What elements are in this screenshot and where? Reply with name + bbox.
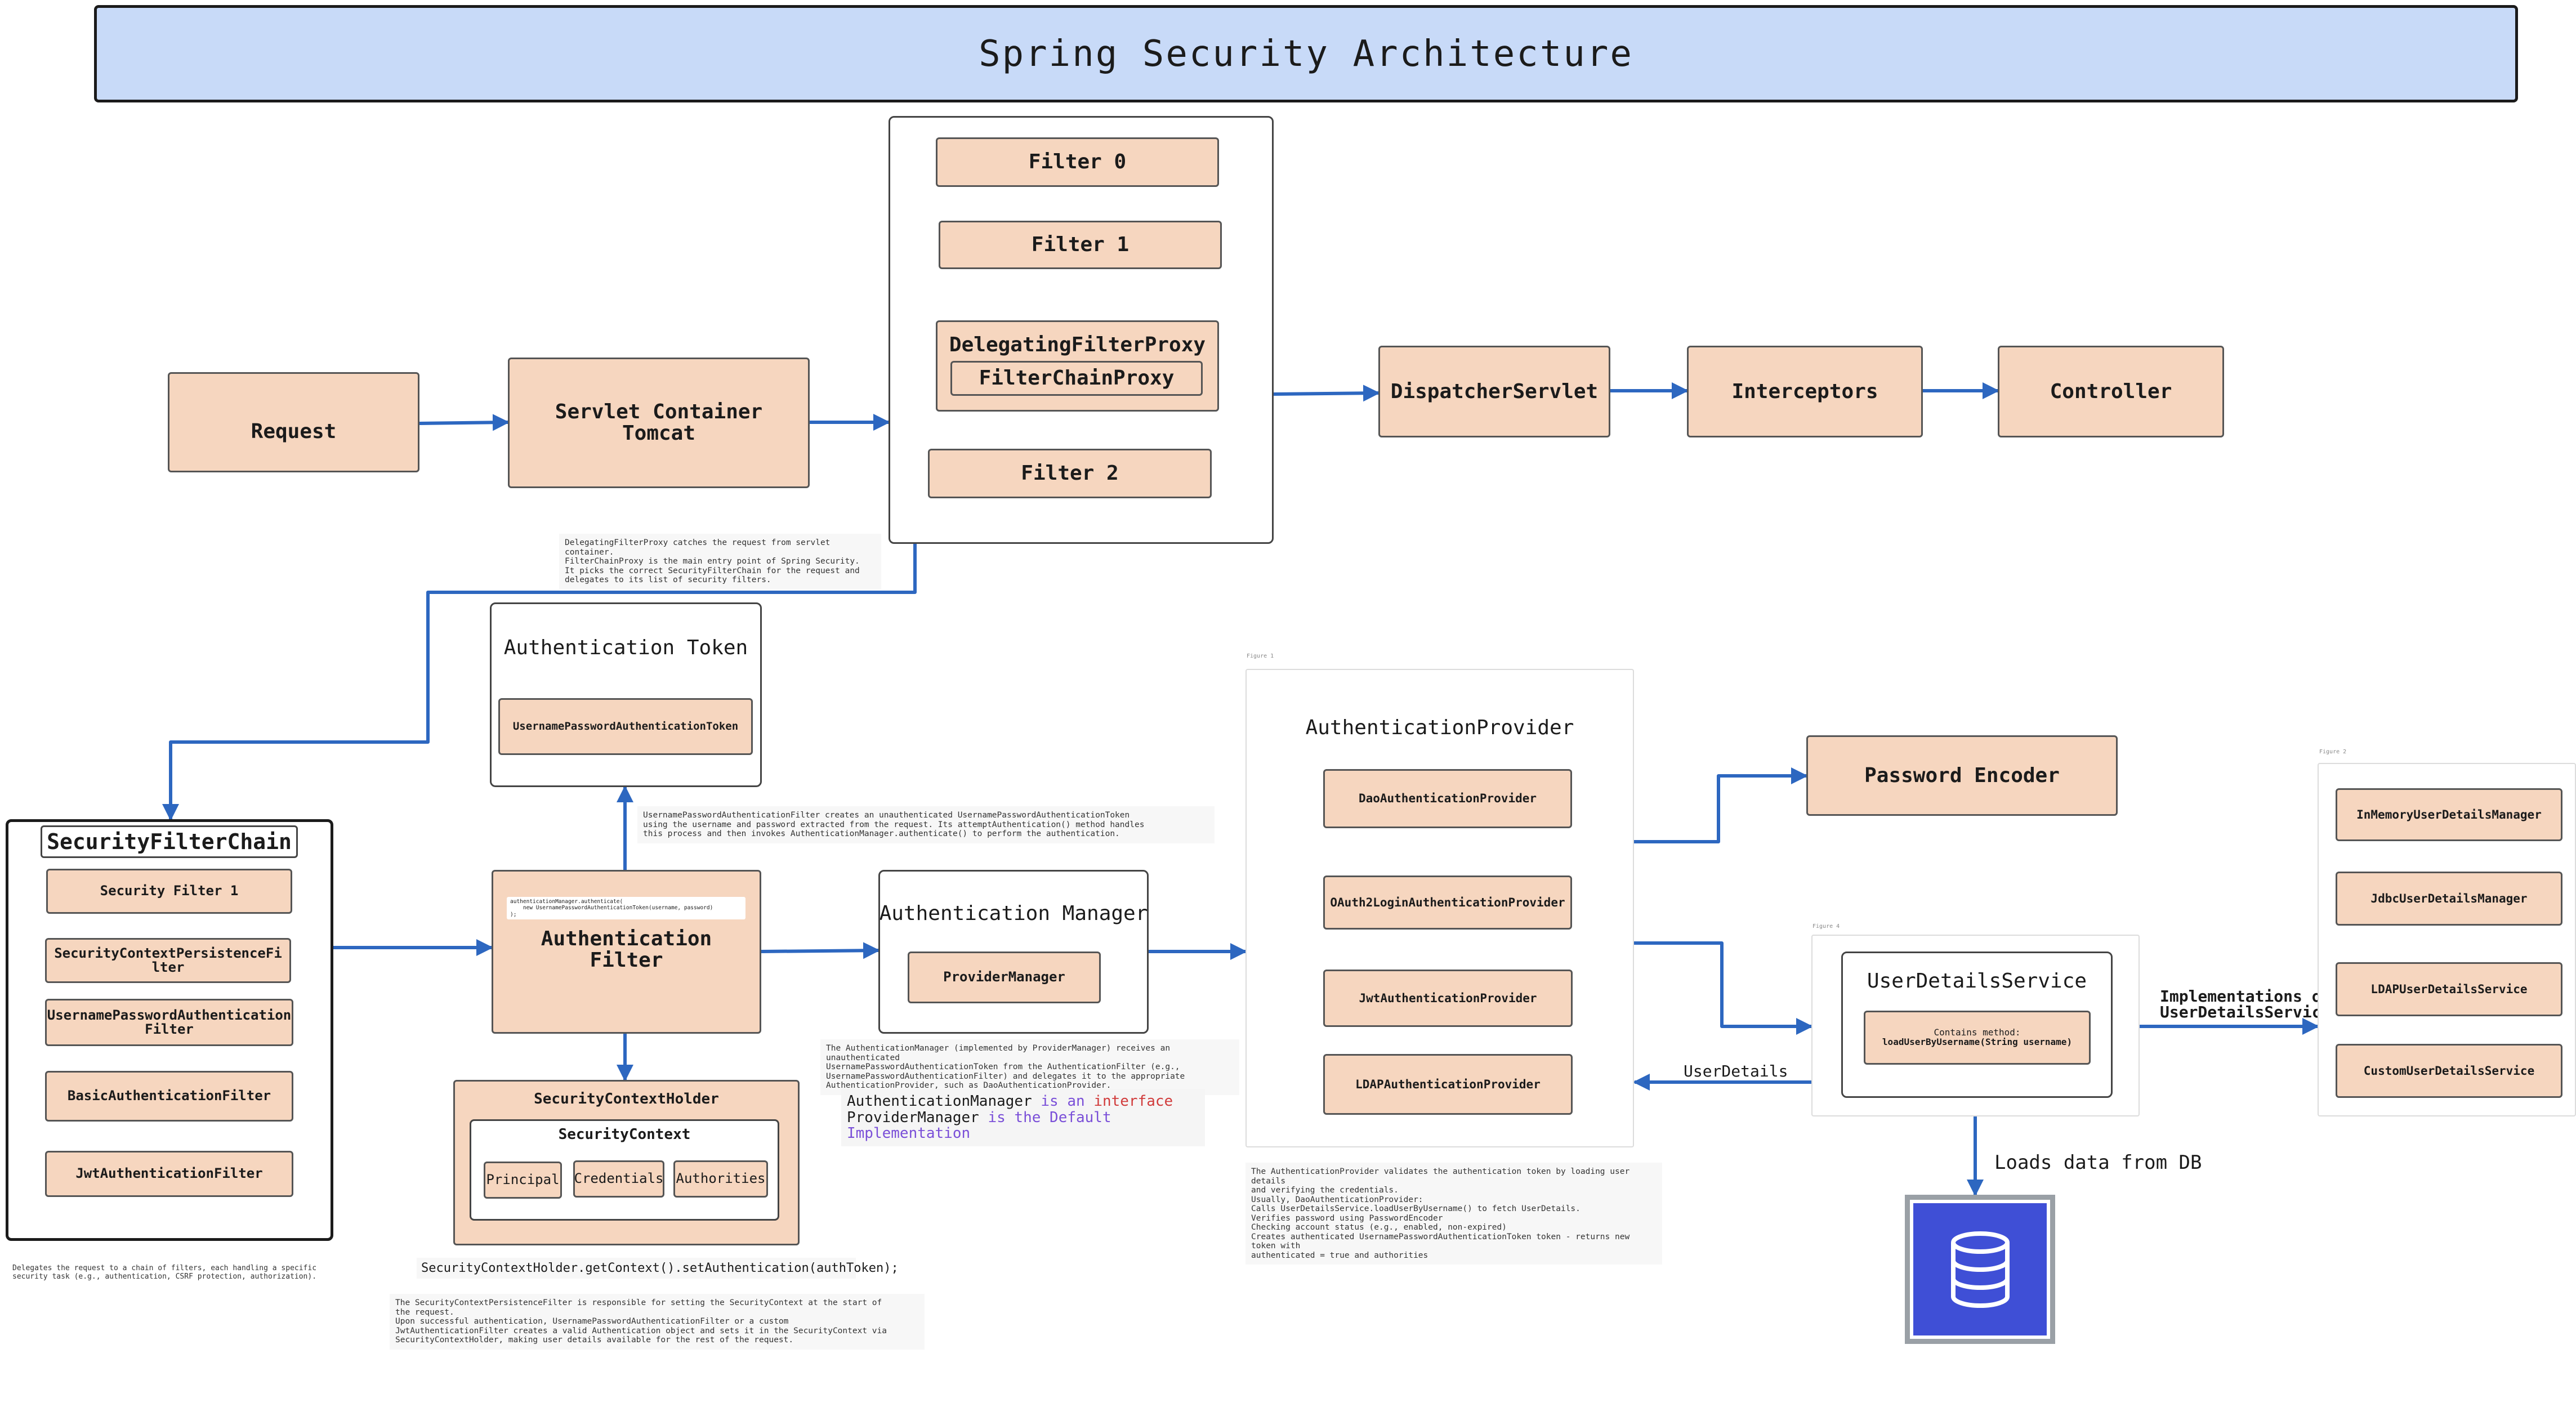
filter-0-box: Filter 0 [936,137,1219,187]
controller-box: Controller [1998,346,2224,437]
principal-box: Principal [484,1162,562,1199]
jwt-authentication-provider-box: JwtAuthenticationProvider [1323,970,1573,1027]
username-password-authentication-token-box: UsernamePasswordAuthenticationToken [498,698,753,755]
authentication-manager-note: The AuthenticationManager (implemented b… [820,1039,1239,1095]
proxy-note: DelegatingFilterProxy catches the reques… [559,534,881,589]
filter-chain-proxy-box: FilterChainProxy [950,361,1203,396]
authorities-box: Authorities [673,1160,768,1198]
load-user-by-username-box: Contains method: loadUserByUsername(Stri… [1864,1011,2091,1065]
provider-manager-box: ProviderManager [908,952,1101,1003]
implementations-label: Implementations of UserDetailsService [2160,987,2331,1021]
security-context-title: SecurityContext [558,1126,691,1143]
method-caption: Contains method: [1934,1027,2021,1038]
servlet-container-box: Servlet Container Tomcat [508,358,810,488]
database-cylinder-icon [1950,1231,2010,1308]
jdbc-user-details-manager-box: JdbcUserDetailsManager [2336,872,2562,926]
authentication-provider-note: The AuthenticationProvider validates the… [1245,1163,1662,1265]
delegating-filter-proxy-label: DelegatingFilterProxy [949,333,1206,356]
legend-line-2: ProviderManager is the Default Implement… [847,1109,1199,1142]
ldap-user-details-service-box: LDAPUserDetailsService [2336,962,2562,1016]
credentials-box: Credentials [573,1160,664,1198]
authentication-token-title: Authentication Token [503,636,748,659]
oauth2-login-authentication-provider-box: OAuth2LoginAuthenticationProvider [1323,875,1572,930]
basic-authentication-filter-box: BasicAuthenticationFilter [45,1071,293,1122]
dispatcher-servlet-box: DispatcherServlet [1378,346,1610,437]
interceptors-box: Interceptors [1687,346,1923,437]
arrow-request-to-servlet [419,414,510,431]
authentication-filter-title: Authentication Filter [541,927,712,972]
ldap-authentication-provider-box: LDAPAuthenticationProvider [1323,1054,1573,1115]
security-context-persistence-filter-box: SecurityContextPersistenceFilter [45,938,291,983]
request-box: Request [168,372,419,472]
figure-4-label: Figure 4 [1812,923,1840,930]
filter-1-box: Filter 1 [939,221,1222,269]
password-encoder-box: Password Encoder [1806,735,2118,816]
arrow-provider-to-passwordencoder [1634,767,1808,843]
jwt-authentication-filter-box: JwtAuthenticationFilter [45,1151,293,1197]
diagram-title: Spring Security Architecture [94,5,2518,102]
authentication-provider-title: AuthenticationProvider [1305,716,1574,739]
security-filter-1-box: Security Filter 1 [46,869,292,914]
legend-is-an: is an [1032,1093,1094,1110]
security-filter-chain-note: Delegates the request to a chain of filt… [12,1264,317,1281]
manager-interface-legend: AuthenticationManager is an interface Pr… [841,1089,1205,1146]
authentication-token-frame [490,602,762,787]
user-details-service-title: UserDetailsService [1867,970,2087,993]
arrow-provider-to-userdetails [1634,941,1813,1035]
legend-default-impl: is the Default Implementation [847,1109,1111,1142]
filter-2-box: Filter 2 [928,449,1212,498]
legend-line-1: AuthenticationManager is an interface [847,1093,1199,1110]
dao-authentication-provider-box: DaoAuthenticationProvider [1323,769,1572,828]
username-password-authentication-filter-box: UsernamePasswordAuthentication Filter [45,999,293,1046]
security-filter-chain-title: SecurityFilterChain [41,825,298,858]
authentication-manager-title: Authentication Manager [879,902,1148,925]
arrow-filterchain-to-dispatcher [1273,385,1380,402]
method-signature: loadUserByUsername(String username) [1882,1037,2073,1047]
set-authentication-call: SecurityContextHolder.getContext().setAu… [417,1258,899,1279]
in-memory-user-details-manager-box: InMemoryUserDetailsManager [2336,788,2562,841]
custom-user-details-service-box: CustomUserDetailsService [2336,1044,2562,1098]
legend-provider-manager-name: ProviderManager [847,1109,979,1126]
loads-from-db-label: Loads data from DB [1994,1151,2202,1174]
authentication-token-note: UsernamePasswordAuthenticationFilter cre… [637,806,1215,843]
authentication-filter-box: Authentication Filter [492,870,761,1034]
figure-1-label: Figure 1 [1247,653,1274,659]
database-icon [1913,1203,2047,1335]
user-details-label: UserDetails [1684,1062,1788,1080]
legend-manager-name: AuthenticationManager [847,1093,1032,1110]
database-frame [1905,1195,2055,1344]
security-context-note: The SecurityContextPersistenceFilter is … [390,1294,925,1350]
authenticate-code-snippet: authenticationManager.authenticate( new … [507,897,745,920]
arrow-authfilter-to-manager [761,942,880,959]
figure-2-label: Figure 2 [2319,749,2347,755]
security-context-holder-title: SecurityContextHolder [534,1091,719,1107]
legend-interface-word: interface [1093,1093,1173,1110]
